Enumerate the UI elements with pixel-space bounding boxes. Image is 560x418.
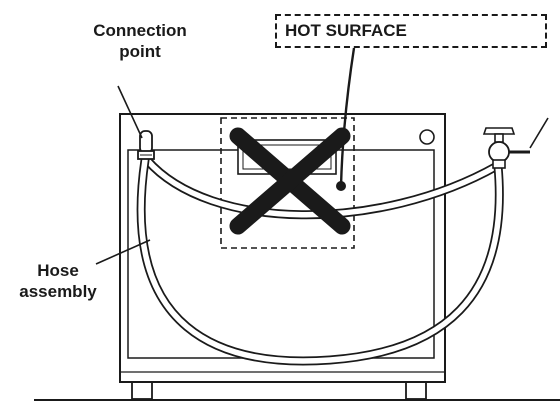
hose-leader-line [95, 239, 151, 265]
appliance-leg-right [405, 381, 427, 400]
hose-assembly-label-line1: Hose [37, 261, 79, 280]
connection-leader-line [117, 85, 143, 139]
connection-fitting-icon [137, 130, 155, 160]
hose-assembly-label-line2: assembly [19, 282, 97, 301]
hot-surface-zone [220, 117, 355, 249]
connection-point-label-line2: point [119, 42, 161, 61]
hot-surface-pointer [336, 47, 356, 191]
hose-short [142, 155, 502, 220]
x-mark-icon [229, 127, 351, 235]
hose-assembly-label: Hose assembly [6, 260, 110, 302]
hot-surface-label: HOT SURFACE [275, 14, 547, 48]
hose-long [136, 155, 504, 366]
appliance-leg-left [131, 381, 153, 400]
faucet-icon [482, 117, 549, 169]
knob-icon [419, 129, 435, 145]
hot-surface-label-text: HOT SURFACE [285, 21, 407, 40]
connection-point-label: Connection point [72, 20, 208, 62]
connection-point-label-line1: Connection [93, 21, 187, 40]
